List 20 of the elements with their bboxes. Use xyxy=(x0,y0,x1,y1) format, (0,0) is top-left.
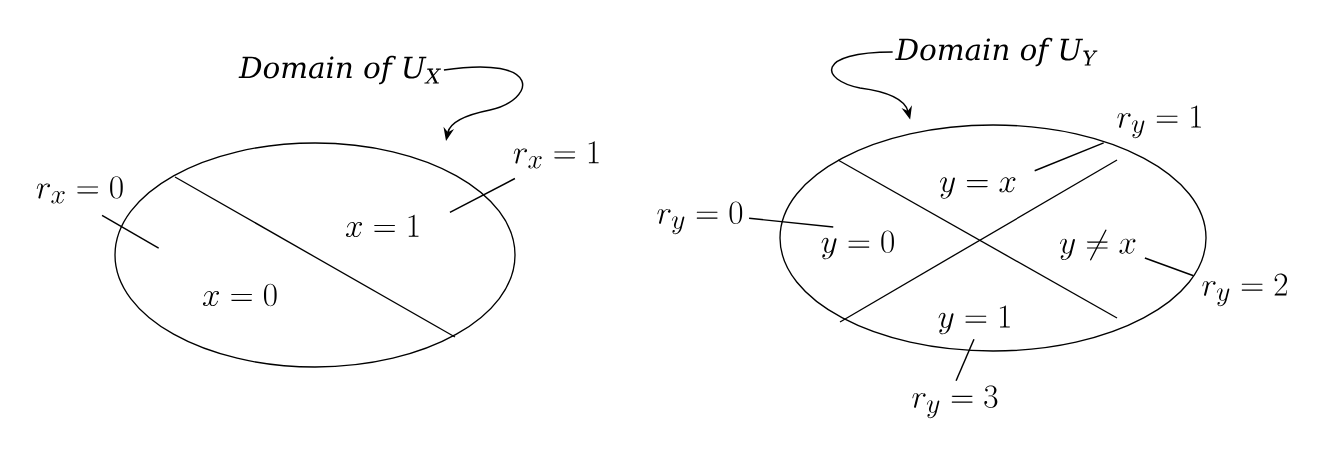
math-label: $y \neq x$ xyxy=(1060,229,1136,261)
math-label: $r_y = 1$ xyxy=(1117,105,1201,139)
leader-line xyxy=(1033,142,1105,172)
leader-line xyxy=(101,214,160,249)
math-label: $y = x$ xyxy=(940,177,1016,199)
domain-label: Domain of U$_{Y}$ xyxy=(895,37,1098,67)
math-label: $x = 1$ xyxy=(345,214,419,238)
math-label: $r_y = 3$ xyxy=(912,385,998,419)
leader-line xyxy=(449,177,516,214)
math-label: $y = 1$ xyxy=(938,305,1010,335)
math-label: $y = 0$ xyxy=(821,230,894,260)
math-label: $r_x = 1$ xyxy=(513,141,599,169)
leader-line xyxy=(1144,257,1195,277)
leader-line xyxy=(748,217,834,228)
math-label: $r_x = 0$ xyxy=(36,176,123,204)
math-label: $r_y = 0$ xyxy=(657,201,743,235)
domain-label: Domain of U$_{X}$ xyxy=(238,55,441,85)
math-label: $x = 0$ xyxy=(202,283,277,307)
math-label: $r_y = 2$ xyxy=(1202,273,1288,307)
leader-line xyxy=(955,338,975,382)
